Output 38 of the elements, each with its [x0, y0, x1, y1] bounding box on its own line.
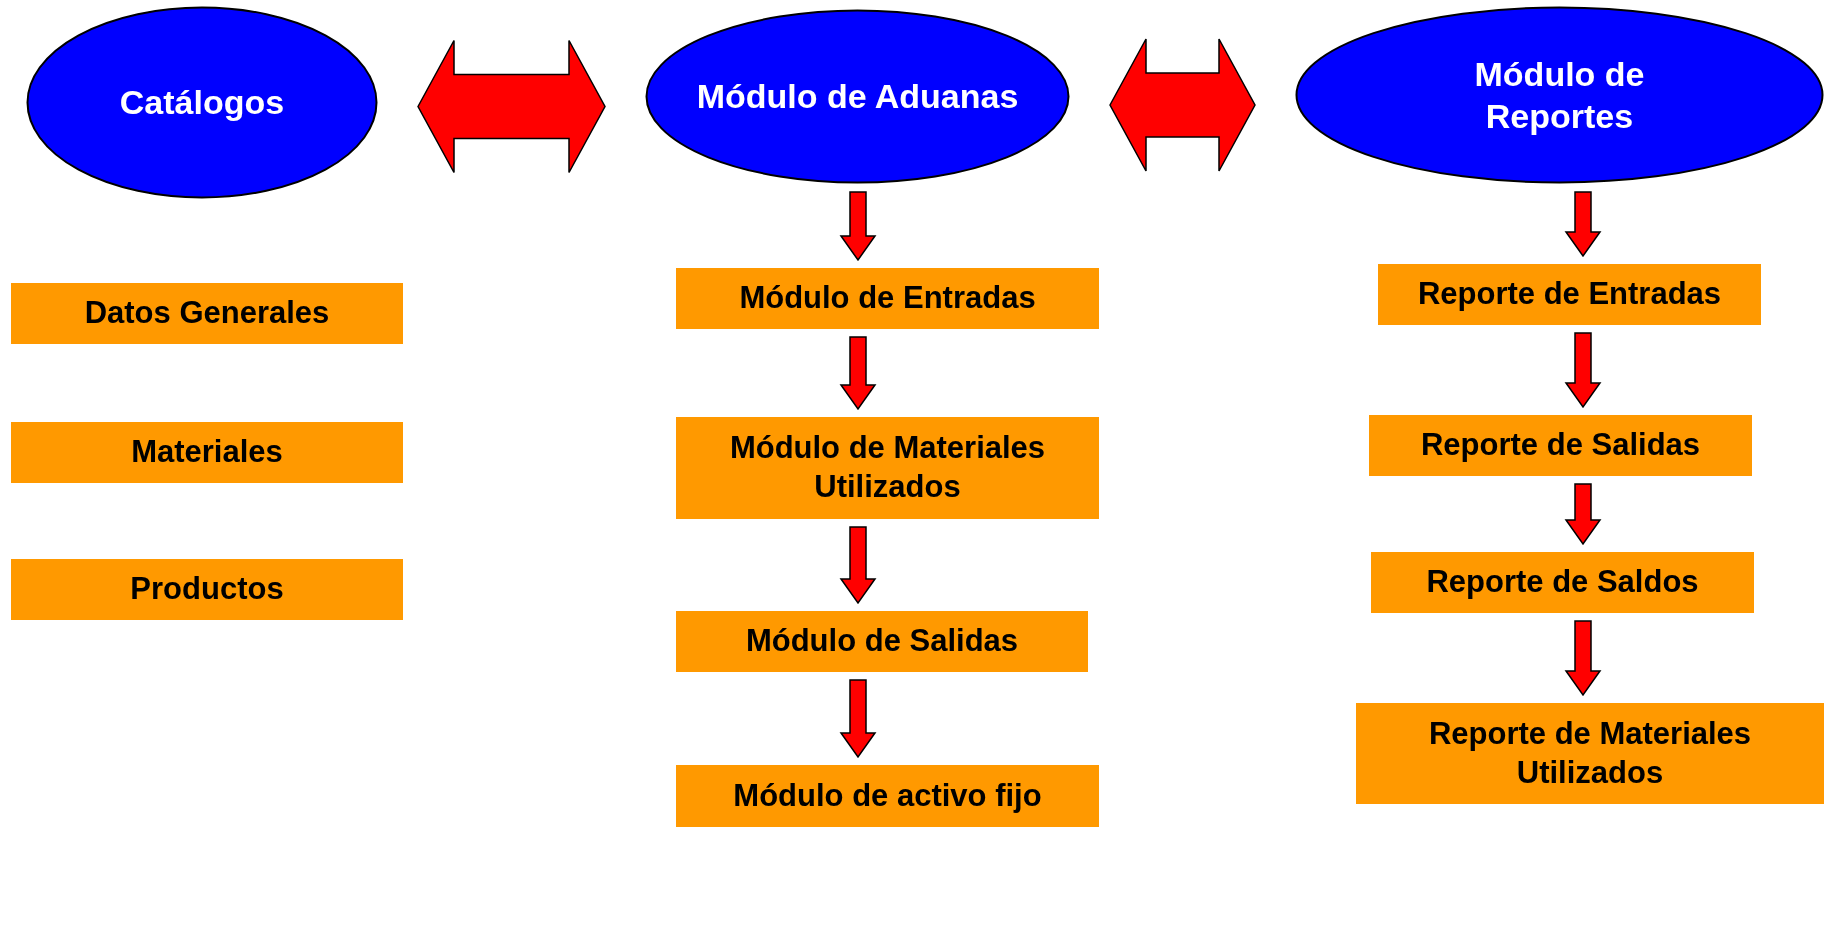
down-arrow [839, 679, 877, 759]
module-box [676, 611, 1088, 672]
module-box [676, 765, 1099, 827]
down-arrow [839, 336, 877, 411]
module-ellipse [26, 6, 378, 199]
node-label: Reporte de Entradas [1416, 275, 1723, 314]
module-box [11, 422, 403, 483]
double-arrow [417, 39, 606, 174]
module-box [11, 283, 403, 344]
node-label: Módulo de Entradas [738, 279, 1037, 318]
module-box [11, 559, 403, 620]
module-box [1371, 552, 1754, 613]
down-arrow [839, 526, 877, 605]
node-label: Módulo de activo fijo [732, 776, 1043, 815]
module-ellipse [645, 9, 1070, 184]
node-label: Productos [129, 570, 285, 609]
node-label: Reporte de Materiales Utilizados [1427, 714, 1753, 792]
node-label: Materiales [130, 433, 284, 472]
node-label: Módulo de Reportes [1473, 53, 1646, 137]
down-arrow [1564, 332, 1602, 409]
node-label: Módulo de Salidas [744, 622, 1020, 661]
double-arrow [1109, 38, 1256, 172]
module-box [1369, 415, 1752, 476]
down-arrow [1564, 483, 1602, 546]
module-box [676, 417, 1099, 519]
module-box [676, 268, 1099, 329]
node-label: Reporte de Salidas [1419, 426, 1702, 465]
module-box [1378, 264, 1761, 325]
node-label: Módulo de Aduanas [695, 76, 1020, 118]
down-arrow [839, 191, 877, 262]
module-ellipse [1295, 6, 1824, 184]
node-label: Datos Generales [83, 294, 331, 333]
down-arrow [1564, 191, 1602, 258]
node-label: Reporte de Saldos [1425, 563, 1700, 602]
node-label: Módulo de Materiales Utilizados [728, 429, 1047, 506]
module-box [1356, 703, 1824, 804]
node-label: Catálogos [118, 82, 286, 124]
down-arrow [1564, 620, 1602, 697]
